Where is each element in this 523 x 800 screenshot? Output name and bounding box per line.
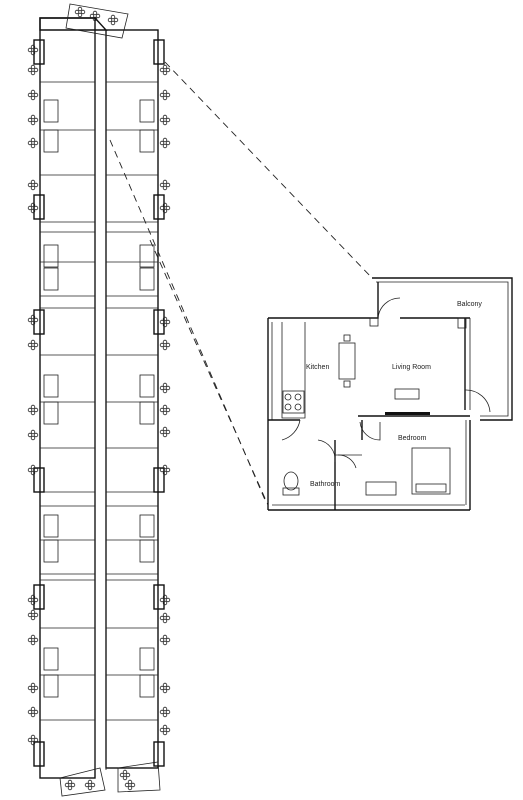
unit-balcony-mark [43, 129, 59, 153]
tree-icon [124, 779, 136, 791]
tree-icon [159, 316, 171, 328]
tree-icon [27, 464, 39, 476]
tree-icon [27, 114, 39, 126]
tree-icon [159, 404, 171, 416]
tree-icon [27, 404, 39, 416]
callout-line-low [109, 139, 266, 501]
callout-line-top [164, 61, 373, 279]
tree-icon [107, 14, 119, 26]
tree-icon [159, 114, 171, 126]
unit-balcony-mark [139, 99, 155, 123]
corner-balcony-mark [153, 741, 165, 767]
tree-icon [84, 779, 96, 791]
tree-icon [159, 426, 171, 438]
tree-icon [119, 769, 131, 781]
unit-balcony-mark [139, 244, 155, 268]
unit-balcony-mark [139, 401, 155, 425]
unit-balcony-mark [43, 674, 59, 698]
room-label-kitchen: Kitchen [306, 364, 329, 371]
tree-icon [27, 706, 39, 718]
unit-balcony-mark [43, 514, 59, 538]
room-label-bathroom: Bathroom [310, 481, 341, 488]
corner-balcony-mark [153, 309, 165, 335]
tree-icon [159, 137, 171, 149]
tree-icon [27, 682, 39, 694]
unit-balcony-mark [139, 129, 155, 153]
corner-balcony-mark [33, 309, 45, 335]
tree-icon [27, 137, 39, 149]
tree-icon [27, 634, 39, 646]
unit-balcony-mark [43, 401, 59, 425]
tree-icon [159, 612, 171, 624]
unit-balcony-mark [139, 647, 155, 671]
tree-icon [27, 429, 39, 441]
corner-balcony-mark [153, 584, 165, 610]
tree-icon [27, 314, 39, 326]
unit-balcony-mark [139, 514, 155, 538]
corner-balcony-mark [33, 194, 45, 220]
unit-balcony-mark [139, 674, 155, 698]
building-strip [27, 3, 171, 797]
unit-balcony-mark [43, 244, 59, 268]
tree-icon [159, 64, 171, 76]
unit-balcony-mark [43, 374, 59, 398]
tree-icon [159, 179, 171, 191]
bed-icon [411, 447, 451, 495]
unit-balcony-mark [139, 539, 155, 563]
tree-icon [159, 706, 171, 718]
room-label-bedroom: Bedroom [398, 435, 427, 442]
room-label-living-room: Living Room [392, 364, 431, 371]
unit-balcony-mark [43, 539, 59, 563]
tree-icon [159, 634, 171, 646]
tree-icon [27, 89, 39, 101]
unit-balcony-mark [43, 99, 59, 123]
corner-balcony-mark [153, 39, 165, 65]
apartment-outer-wall [268, 282, 379, 319]
tree-icon [27, 609, 39, 621]
tree-icon [159, 464, 171, 476]
corner-balcony-mark [153, 467, 165, 493]
tree-icon [159, 202, 171, 214]
tree-icon [27, 202, 39, 214]
tree-icon [159, 594, 171, 606]
apartment-plan: Balcony Kitchen Living Room Bedroom Bath… [267, 277, 513, 511]
tree-icon [27, 734, 39, 746]
tree-icon [159, 724, 171, 736]
tree-icon [27, 64, 39, 76]
unit-balcony-mark [43, 267, 59, 291]
tree-icon [64, 779, 76, 791]
corner-balcony-mark [33, 467, 45, 493]
tree-icon [27, 179, 39, 191]
tree-icon [27, 44, 39, 56]
tree-icon [27, 594, 39, 606]
unit-balcony-mark [139, 267, 155, 291]
tree-icon [159, 339, 171, 351]
corner-balcony-mark [33, 584, 45, 610]
tree-icon [159, 382, 171, 394]
sofa-icon [394, 388, 420, 400]
tree-icon [89, 10, 101, 22]
corner-balcony-mark [153, 194, 165, 220]
unit-balcony-mark [43, 647, 59, 671]
tree-icon [159, 682, 171, 694]
tree-icon [27, 339, 39, 351]
balcony-wall [372, 277, 513, 421]
door-swing-icon [281, 419, 301, 441]
room-label-balcony: Balcony [457, 301, 482, 308]
tree-icon [159, 89, 171, 101]
corner-balcony-mark [33, 741, 45, 767]
stove-icon [282, 390, 305, 414]
tree-icon [74, 6, 86, 18]
toilet-icon [282, 471, 300, 496]
corner-balcony-mark [33, 39, 45, 65]
unit-balcony-mark [139, 374, 155, 398]
dining-table-icon [338, 334, 356, 388]
